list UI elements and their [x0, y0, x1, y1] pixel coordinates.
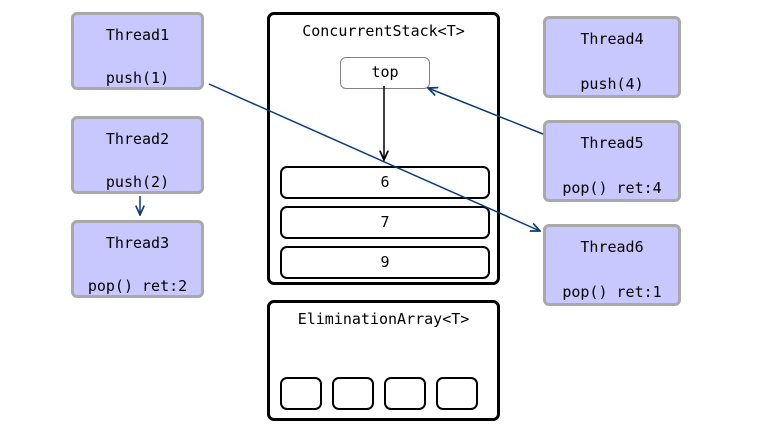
elimination-slot [332, 377, 374, 410]
thread1-op: push(1) [105, 69, 170, 87]
concurrent-stack-title: ConcurrentStack<T> [302, 22, 465, 40]
stack-node-3: 9 [280, 246, 490, 279]
thread4-op: push(4) [580, 75, 644, 93]
thread4-name: Thread4 [580, 30, 644, 48]
thread5-name: Thread5 [580, 134, 644, 152]
stack-node-2: 7 [280, 206, 490, 239]
elimination-slot [384, 377, 426, 410]
thread2-name: Thread2 [105, 130, 170, 148]
thread6-box: Thread6 pop() ret:1 [543, 224, 681, 306]
concurrent-stack-panel: ConcurrentStack<T> top 6 7 9 [267, 12, 500, 285]
elimination-slot [280, 377, 322, 410]
thread5-box: Thread5 pop() ret:4 [543, 120, 681, 202]
thread1-box: Thread1 push(1) [71, 12, 204, 90]
elimination-array-title: EliminationArray<T> [297, 310, 470, 328]
thread1-name: Thread1 [105, 26, 170, 44]
thread3-name: Thread3 [105, 234, 170, 252]
thread3-op: pop() ret:2 [87, 277, 188, 295]
elimination-array-panel: EliminationArray<T> [267, 300, 500, 421]
stack-top-pointer: top [340, 57, 430, 89]
stack-node-1: 6 [280, 166, 490, 199]
thread5-op: pop() ret:4 [562, 179, 662, 197]
thread4-box: Thread4 push(4) [543, 16, 681, 98]
thread3-box: Thread3 pop() ret:2 [71, 220, 204, 298]
elimination-slot [436, 377, 478, 410]
thread6-op: pop() ret:1 [562, 283, 662, 301]
thread6-name: Thread6 [580, 238, 644, 256]
thread2-box: Thread2 push(2) [71, 116, 204, 194]
thread2-op: push(2) [105, 173, 170, 191]
